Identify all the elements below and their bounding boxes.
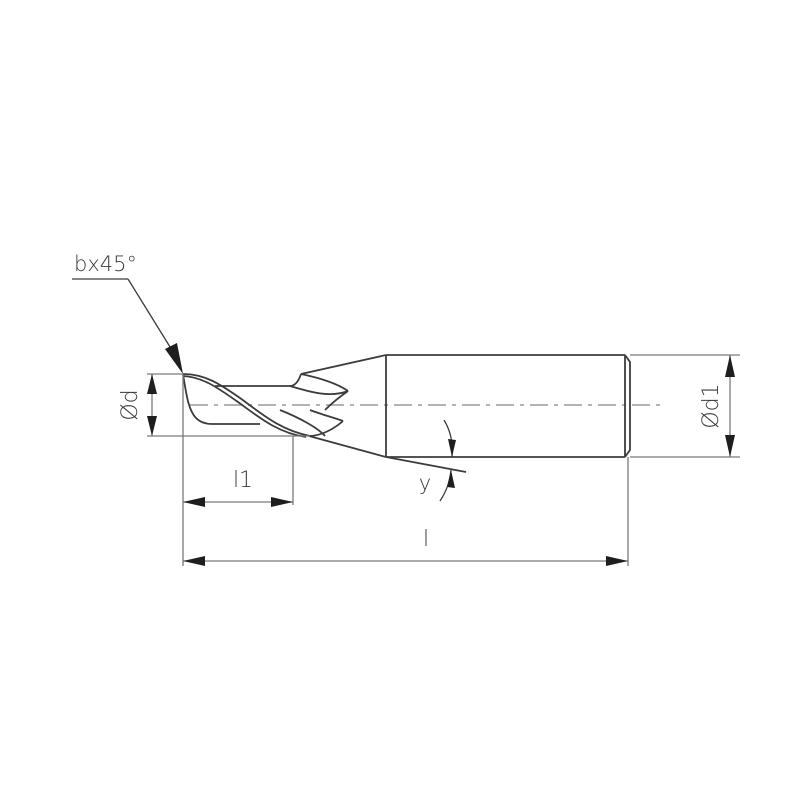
arrow-up-icon xyxy=(147,374,157,394)
arrow-down-icon xyxy=(147,416,157,436)
cutting-diameter-label: Ød xyxy=(118,389,143,420)
arrow-up-icon xyxy=(725,355,735,377)
chamfer-arrow-icon xyxy=(165,343,183,374)
flute-length-dimension: l1 xyxy=(183,436,294,507)
arrow-right-icon xyxy=(271,497,293,507)
shank-diameter-label: Ød1 xyxy=(699,383,724,428)
arrow-down-icon xyxy=(725,435,735,457)
angle-arrow-up-icon xyxy=(447,470,455,488)
shank-diameter-dimension: Ød1 xyxy=(630,354,740,458)
taper xyxy=(300,354,467,473)
angle-arrow-down-icon xyxy=(448,439,456,457)
arrow-left-icon xyxy=(183,556,205,566)
overall-length-label: l xyxy=(423,527,429,552)
arrow-right-icon xyxy=(606,556,628,566)
cutting-diameter-dimension: Ød xyxy=(118,373,310,437)
flutes xyxy=(182,373,349,438)
chamfer-label: bx45° xyxy=(74,252,137,276)
helix-angle-annotation: y xyxy=(419,419,456,502)
overall-length-dimension: l xyxy=(183,457,629,566)
shank xyxy=(385,354,631,458)
helix-angle-label: y xyxy=(419,471,431,495)
arrow-left-icon xyxy=(183,497,205,507)
flute-length-label: l1 xyxy=(233,468,253,493)
chamfer-callout: bx45° xyxy=(72,252,183,374)
